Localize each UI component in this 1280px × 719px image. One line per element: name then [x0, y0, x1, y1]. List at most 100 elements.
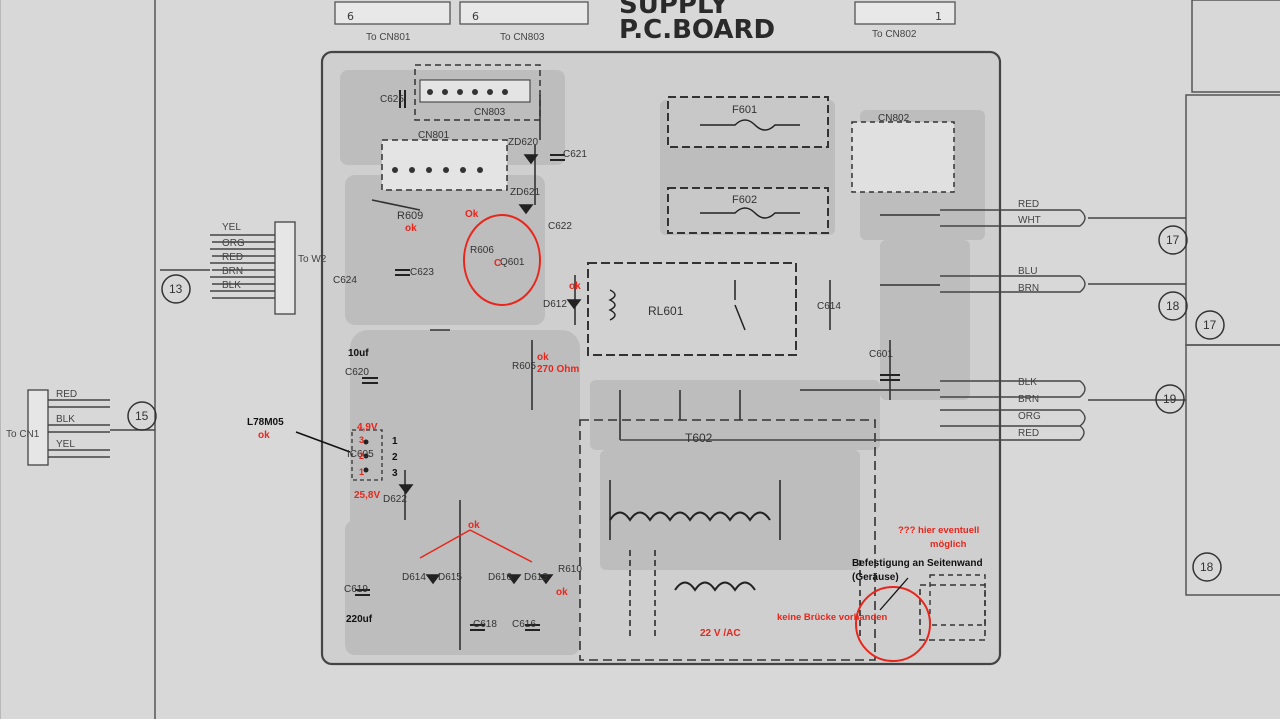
label-f601: F601 — [732, 104, 758, 116]
marker-18b: 18 — [1200, 560, 1214, 574]
wire-right-3-2: ORG — [1018, 411, 1041, 422]
annotation-ok-r610: ok — [556, 587, 568, 598]
svg-text:1: 1 — [935, 10, 942, 23]
top-connector-box-2 — [459, 1, 589, 25]
annotation-pin2-left: 2 — [359, 451, 365, 461]
annotation-ok-q601: Ok — [465, 209, 479, 220]
annotation-4-9v: 4,9V — [357, 422, 378, 433]
annotation-pin2-right: 2 — [392, 452, 398, 463]
label-cn803: CN803 — [474, 107, 506, 118]
wire-right-2-1: BRN — [1018, 283, 1040, 294]
wire-right-2-0: BLU — [1018, 266, 1038, 277]
wire-right-3-3: RED — [1018, 428, 1040, 439]
annotation-pin1-right: 1 — [392, 436, 398, 447]
annotation-c-q601: C — [494, 258, 502, 269]
label-c614: C614 — [817, 301, 841, 312]
wire-right-1-1: WHT — [1018, 215, 1041, 226]
marker-15: 15 — [135, 409, 149, 423]
annotation-ok-r606: ok — [537, 352, 549, 363]
label-d616: D616 — [488, 572, 512, 583]
annotation-10uf: 10uf — [348, 348, 369, 359]
marker-13-circle — [161, 274, 191, 304]
label-r606: R606 — [470, 245, 494, 256]
wire-left-top-2: RED — [222, 252, 244, 263]
marker-15-circle — [127, 401, 157, 431]
annotation-ok-r609: ok — [405, 223, 417, 234]
label-c619: C619 — [344, 584, 368, 595]
annotation-22v-ac: 22 V /AC — [700, 628, 741, 639]
annotation-25-8v: 25,8V — [354, 490, 381, 501]
mounting-highlight-circle — [855, 586, 931, 662]
label-r610: R610 — [558, 564, 582, 575]
label-c601: C601 — [869, 349, 893, 360]
board-title-line1: SUPPLY — [619, 0, 729, 20]
wire-left-top-3: BRN — [222, 266, 244, 277]
label-d612: D612 — [543, 299, 567, 310]
marker-19: 19 — [1163, 392, 1177, 406]
top-connector-label-3: To CN802 — [872, 29, 917, 40]
top-connector-box-1 — [334, 1, 451, 25]
annotation-pin3-left: 3 — [359, 435, 365, 445]
label-r605: R605 — [512, 361, 536, 372]
wire-left-bottom-1: BLK — [56, 414, 75, 425]
label-c620: C620 — [345, 367, 369, 378]
label-f602: F602 — [732, 194, 758, 206]
wire-right-1-0: RED — [1018, 199, 1040, 210]
wire-right-3-1: BRN — [1018, 394, 1040, 405]
wire-left-top-4: BLK — [222, 280, 241, 291]
wire-left-bottom-2: YEL — [56, 439, 75, 450]
label-r609: R609 — [397, 210, 424, 222]
annotation-270-ohm: 270 Ohm — [537, 364, 580, 375]
label-ic605: IC605 — [347, 449, 374, 460]
right-frame-box-top — [1191, 0, 1280, 93]
label-c623: C623 — [410, 267, 434, 278]
marker-18a: 18 — [1166, 299, 1180, 313]
label-zd620: ZD620 — [508, 137, 539, 148]
label-c625: C625 — [380, 94, 404, 105]
marker-17a: 17 — [1166, 233, 1180, 247]
left-connector-to-label: To W2 — [298, 254, 327, 265]
label-rl601: RL601 — [648, 304, 684, 318]
label-d615: D615 — [438, 572, 462, 583]
annotation-ok-diodes: ok — [468, 520, 480, 531]
wire-left-top-0: YEL — [222, 222, 241, 233]
label-q601: Q601 — [500, 257, 525, 268]
label-c618: C618 — [473, 619, 497, 630]
label-t602: T602 — [685, 431, 713, 445]
label-c622: C622 — [548, 221, 572, 232]
label-cn802: CN802 — [878, 113, 910, 124]
label-c624: C624 — [333, 275, 357, 286]
wire-right-3-0: BLK — [1018, 377, 1037, 388]
top-connector-box-3 — [854, 1, 956, 25]
label-c616: C616 — [512, 619, 536, 630]
annotation-ok-d612: ok — [569, 281, 581, 292]
label-d614: D614 — [402, 572, 426, 583]
board-title-line2: P.C.BOARD — [619, 15, 776, 45]
bottom-left-connector-to-label: To CN1 — [6, 429, 40, 440]
annotation-ok-l78m05: ok — [258, 430, 270, 441]
top-connector-label-1: To CN801 — [366, 32, 411, 43]
annotation-housing: (Geräuse) — [852, 572, 899, 583]
annotation-no-bridge: keine Brücke vorhanden — [777, 612, 888, 623]
q601-highlight-circle — [463, 214, 541, 306]
top-connector-label-2: To CN803 — [500, 32, 545, 43]
label-d613: D613 — [524, 572, 548, 583]
label-cn801: CN801 — [418, 130, 450, 141]
marker-17b: 17 — [1203, 318, 1217, 332]
svg-text:6: 6 — [472, 10, 479, 23]
annotation-l78m05: L78M05 — [247, 417, 284, 428]
annotation-220uf: 220uf — [346, 614, 373, 625]
annotation-pin3-right: 3 — [392, 468, 398, 479]
annotation-question: ??? hier eventuell — [898, 525, 980, 536]
annotation-pin1-left: 1 — [359, 467, 365, 477]
wire-left-bottom-0: RED — [56, 389, 78, 400]
label-d622: D622 — [383, 494, 407, 505]
wire-left-top-1: ORG — [222, 238, 245, 249]
annotation-possible: möglich — [930, 539, 967, 550]
label-zd621: ZD621 — [510, 187, 541, 198]
annotation-mount: Befestigung an Seitenwand — [852, 558, 983, 569]
svg-text:6: 6 — [347, 10, 354, 23]
label-c621: C621 — [563, 149, 587, 160]
